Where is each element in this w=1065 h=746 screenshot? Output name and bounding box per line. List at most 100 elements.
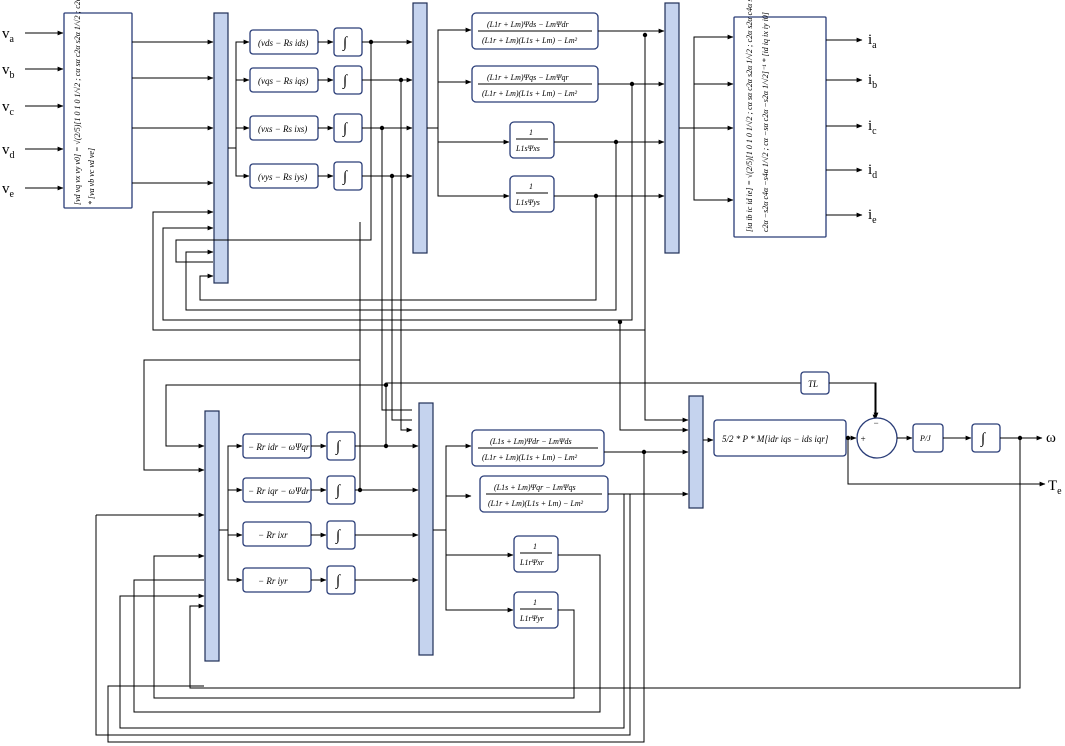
speed-integrator: ∫ (971, 423, 1001, 453)
stator-voltage-blocks: (vds − Rs ids) (vqs − Rs iqs) (vxs − Rs … (249, 29, 319, 189)
output-arrows (826, 37, 863, 218)
svg-text:[ia ib ic id ie] = √(2/5)[1 0: [ia ib ic id ie] = √(2/5)[1 0 1 0 1/√2 ;… (745, 0, 754, 232)
svg-text:(L1r + Lm)(L1s + Lm) − Lm²: (L1r + Lm)(L1s + Lm) − Lm² (482, 36, 578, 45)
svg-text:(vds − Rs ids): (vds − Rs ids) (258, 38, 308, 48)
svg-text:− Rr iqr − ωΨdr: − Rr iqr − ωΨdr (248, 486, 310, 496)
svg-text:∫: ∫ (335, 439, 342, 455)
rotor-current-xr (513, 535, 559, 573)
stator-current-blocks: (L1r + Lm)Ψds − LmΨdr (L1r + Lm)(L1s + L… (471, 12, 599, 213)
svg-text:∫: ∫ (342, 121, 349, 137)
svg-text:L1sΨys: L1sΨys (515, 198, 540, 207)
svg-text:(L1r + Lm)(L1s + Lm) − Lm²: (L1r + Lm)(L1s + Lm) − Lm² (488, 499, 584, 508)
svg-text:(L1s + Lm)Ψqr − LmΨqs: (L1s + Lm)Ψqr − LmΨqs (494, 483, 576, 492)
output-ia: ia (868, 32, 877, 51)
rotor-mux-1 (204, 410, 220, 662)
output-id: id (868, 162, 877, 181)
svg-text:1: 1 (533, 542, 537, 551)
svg-text:−: − (873, 418, 879, 428)
svg-text:(vqs − Rs iqs): (vqs − Rs iqs) (258, 76, 308, 86)
stator-mux-3 (664, 2, 680, 254)
torque-output-label: Te (1048, 478, 1062, 497)
svg-text:(L1s + Lm)Ψdr − LmΨds: (L1s + Lm)Ψdr − LmΨds (490, 437, 572, 446)
rotor-feedback-lines (95, 360, 1021, 743)
input-labels: va vb vc vd ve (2, 26, 15, 200)
svg-text:L1rΨyr: L1rΨyr (519, 614, 545, 623)
svg-text:c2α −s2α c4α −s4α 1/√2 ; cα −s: c2α −s2α c4α −s4α 1/√2 ; cα −sα c2α −s2α… (761, 12, 770, 232)
svg-text:− Rr iyr: − Rr iyr (258, 576, 288, 586)
output-ie: ie (868, 207, 877, 226)
svg-text:(L1r + Lm)(L1s + Lm) − Lm²: (L1r + Lm)(L1s + Lm) − Lm² (482, 453, 578, 462)
input-vb: vb (2, 62, 15, 81)
torque-block: 5/2 * P * M[idr iqs − ids iqr] (713, 419, 847, 457)
svg-text:L1sΨxs: L1sΨxs (515, 144, 540, 153)
svg-text:1: 1 (533, 598, 537, 607)
svg-text:(L1r + Lm)(L1s + Lm) − Lm²: (L1r + Lm)(L1s + Lm) − Lm² (482, 89, 578, 98)
svg-text:L1rΨxr: L1rΨxr (519, 558, 545, 567)
integrator-yr (326, 565, 356, 595)
svg-text:TL: TL (808, 379, 818, 389)
svg-text:5/2 * P * M[idr iqs − ids iqr]: 5/2 * P * M[idr iqs − ids iqr] (722, 434, 829, 444)
svg-text:∫: ∫ (335, 483, 342, 499)
svg-text:− Rr ixr: − Rr ixr (258, 530, 288, 540)
clarke-transform-block: [vd vq vx vy v0] = √(2/5)[1 0 1 0 1/√2 ;… (63, 0, 133, 209)
input-arrows (25, 30, 64, 191)
svg-text:(vxs − Rs ixs): (vxs − Rs ixs) (258, 124, 307, 134)
input-vd: vd (2, 142, 15, 161)
rotor-current-blocks: (L1s + Lm)Ψdr − LmΨds (L1r + Lm)(L1s + L… (471, 429, 609, 629)
svg-text:(L1r + Lm)Ψds − LmΨdr: (L1r + Lm)Ψds − LmΨdr (487, 20, 570, 29)
svg-text:∫: ∫ (980, 431, 987, 447)
stator-current-to-mux3 (554, 28, 665, 199)
stator-current-ys (509, 175, 555, 213)
sum-junction: + − (856, 417, 898, 459)
svg-text:∫: ∫ (335, 573, 342, 589)
stator-mux-1 (213, 12, 229, 284)
svg-text:(vys − Rs iys): (vys − Rs iys) (258, 172, 307, 182)
rotor-voltage-blocks: − Rr idr − ωΨqr − Rr iqr − ωΨdr − Rr ixr… (242, 433, 312, 593)
mux2-outputs (427, 27, 510, 199)
rotor-mux-2 (418, 402, 434, 656)
rotor-volt-block-xr (242, 521, 312, 547)
input-ve: ve (2, 181, 15, 200)
stator-mux-2 (412, 2, 428, 254)
svg-text:[vd vq vx vy v0] = √(2/5)[1 0: [vd vq vx vy v0] = √(2/5)[1 0 1 0 1/√2 ;… (73, 0, 82, 205)
svg-text:− Rr idr − ωΨqr: − Rr idr − ωΨqr (248, 442, 310, 452)
integrator-qs (333, 65, 363, 95)
integrator-xr (326, 520, 356, 550)
svg-text:* [va vb vc vd ve]: * [va vb vc vd ve] (87, 148, 96, 205)
stator-integrators: ∫ ∫ ∫ ∫ (333, 27, 363, 191)
svg-text:∫: ∫ (335, 528, 342, 544)
rotor-mux2-outputs (433, 443, 514, 613)
mux1-outputs (228, 39, 250, 179)
rotor-integrator-to-mux2 (165, 382, 878, 583)
speed-output-label: ω (1046, 430, 1056, 446)
input-vc: vc (2, 99, 15, 118)
svg-text:∫: ∫ (342, 169, 349, 185)
integrator-dr (326, 431, 356, 461)
svg-text:P/J: P/J (919, 434, 931, 443)
rotor-integrators: ∫ ∫ ∫ ∫ (326, 431, 356, 595)
integrator-qr (326, 475, 356, 505)
integrator-to-mux2 (362, 39, 413, 179)
svg-text:1: 1 (529, 182, 533, 191)
load-torque-block: TL (800, 371, 830, 395)
mux3-outputs (679, 34, 734, 203)
integrator-ys (333, 161, 363, 191)
rotor-mux1-outputs (219, 443, 243, 583)
stator-feedback-lines (143, 35, 689, 473)
output-labels: ia ib ic id ie (868, 32, 877, 226)
output-ic: ic (868, 118, 877, 137)
gain-block: P/J (912, 423, 944, 453)
integrator-xs (333, 113, 363, 143)
svg-text:∫: ∫ (342, 73, 349, 89)
clarke-output-lines (132, 39, 214, 186)
svg-text:+: + (860, 434, 866, 444)
input-va: va (2, 26, 15, 45)
output-ib: ib (868, 72, 877, 91)
integrator-ds (333, 27, 363, 57)
svg-text:1: 1 (529, 128, 533, 137)
inverse-clarke-block: [ia ib ic id ie] = √(2/5)[1 0 1 0 1/√2 ;… (733, 0, 827, 238)
svg-text:∫: ∫ (342, 35, 349, 51)
torque-mux (688, 395, 704, 509)
